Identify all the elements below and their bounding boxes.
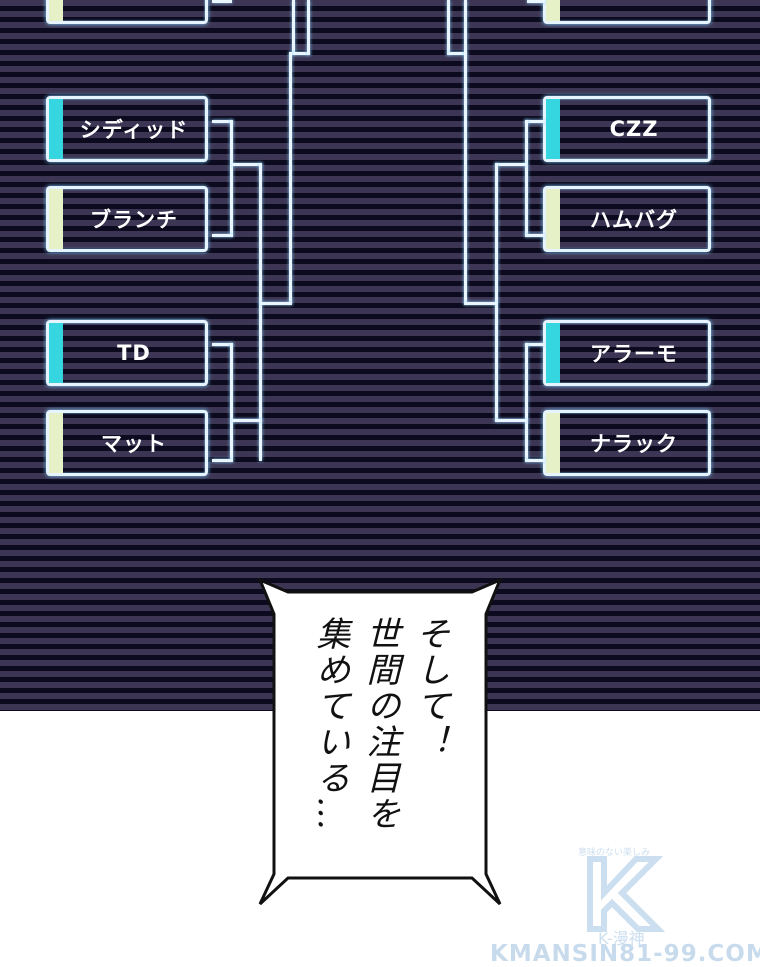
bracket-slot-left-4: マット — [46, 410, 208, 476]
bracket-line — [232, 163, 262, 166]
bracket-slot-right-0 — [543, 0, 711, 24]
bracket-line — [447, 52, 467, 55]
bracket-line — [464, 302, 497, 305]
bracket-slot-left-1: シディッド — [46, 96, 208, 162]
bracket-line — [212, 459, 233, 462]
bracket-line — [212, 120, 233, 123]
bracket-slot-left-3: TD — [46, 320, 208, 386]
bracket-line — [464, 0, 467, 304]
bracket-line — [292, 0, 295, 54]
bracket-line — [447, 0, 450, 55]
speech-line-3: 集めている… — [310, 616, 350, 832]
winner-bar — [546, 99, 560, 159]
watermark-url: KMANSIN81-99.COM — [490, 941, 760, 967]
player-name: ハムバグ — [590, 208, 678, 232]
speech-line-2: 世間の注目を — [360, 616, 400, 832]
speech-bubble-shape — [258, 578, 502, 906]
loser-bar — [49, 0, 63, 21]
player-name — [63, 0, 205, 21]
speech-bubble-text: そして！ 世間の注目を 集めている… — [258, 616, 502, 832]
loser-bar — [546, 189, 560, 249]
loser-bar — [546, 0, 560, 21]
bracket-slot-right-3: アラーモ — [543, 320, 711, 386]
bracket-line — [525, 234, 545, 237]
bracket-line — [230, 343, 233, 461]
watermark: 意味のない楽しみ K-漫神 KMANSIN81-99.COM — [490, 845, 760, 967]
bracket-line — [525, 343, 545, 346]
speech-bubble: そして！ 世間の注目を 集めている… — [258, 578, 502, 908]
speech-line-1: そして！ — [410, 616, 450, 760]
player-name: シディッド — [79, 118, 189, 142]
winner-bar — [49, 323, 63, 383]
loser-bar — [49, 413, 63, 473]
bracket-line — [495, 163, 498, 421]
player-name — [560, 0, 708, 21]
loser-bar — [546, 413, 560, 473]
bracket-slot-right-4: ナラック — [543, 410, 711, 476]
bracket-line — [212, 234, 233, 237]
winner-bar — [546, 323, 560, 383]
player-name: TD — [117, 341, 151, 365]
bracket-line — [232, 419, 262, 422]
bracket-line — [230, 120, 233, 236]
player-name: アラーモ — [590, 342, 678, 366]
player-name: ナラック — [590, 432, 678, 456]
k-logo-icon — [587, 856, 666, 932]
player-name: マット — [101, 432, 167, 456]
bracket-line — [525, 343, 528, 461]
bracket-slot-right-2: ハムバグ — [543, 186, 711, 252]
watermark-brand: K-漫神 — [598, 929, 645, 948]
bracket-slot-left-0 — [46, 0, 208, 24]
bracket-line — [212, 0, 232, 3]
bracket-line — [259, 163, 262, 461]
bracket-line — [527, 0, 545, 3]
bracket-line — [525, 459, 545, 462]
bracket-line — [260, 302, 292, 305]
player-name: CZZ — [609, 117, 659, 141]
bracket-line — [495, 419, 527, 422]
bracket-line — [289, 52, 292, 304]
bracket-line — [290, 52, 310, 55]
bracket-line — [307, 0, 310, 55]
watermark-tagline: 意味のない楽しみ — [578, 848, 651, 858]
bracket-line — [525, 120, 528, 236]
bracket-slot-left-2: ブランチ — [46, 186, 208, 252]
bracket-slot-right-1: CZZ — [543, 96, 711, 162]
bracket-line — [495, 163, 527, 166]
player-name: ブランチ — [90, 208, 178, 232]
bracket-line — [525, 120, 545, 123]
winner-bar — [49, 99, 63, 159]
bracket-line — [212, 343, 233, 346]
loser-bar — [49, 189, 63, 249]
